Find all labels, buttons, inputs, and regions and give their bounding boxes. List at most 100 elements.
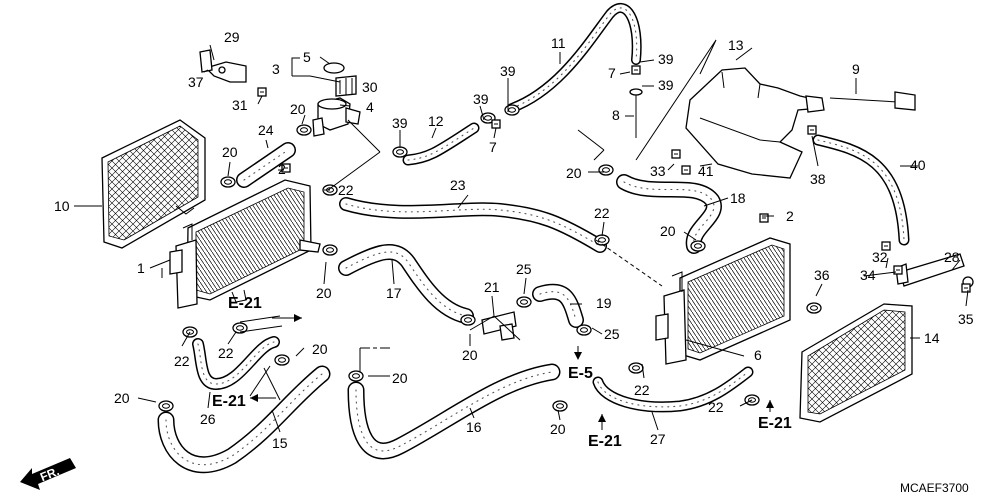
filler-neck xyxy=(312,97,361,137)
hose-23 xyxy=(339,197,607,253)
clip-38 xyxy=(807,125,817,135)
front-label: FR. xyxy=(38,464,61,484)
callout-22: 22 xyxy=(338,182,354,198)
clamp-25 xyxy=(576,324,592,336)
hose-12 xyxy=(402,122,480,166)
hose-24 xyxy=(236,142,296,188)
clamp-20 xyxy=(552,400,568,412)
callout-29: 29 xyxy=(224,29,240,45)
callout-18: 18 xyxy=(730,190,746,206)
callout-20: 20 xyxy=(660,223,676,239)
callout-20: 20 xyxy=(550,421,566,437)
callout-22: 22 xyxy=(594,205,610,221)
callout-20: 20 xyxy=(312,341,328,357)
hose-15 xyxy=(157,365,331,474)
callout-39: 39 xyxy=(500,63,516,79)
reference-arrows xyxy=(250,314,774,430)
right-shroud xyxy=(799,303,913,423)
bolt-34 xyxy=(893,265,903,275)
callout-30: 30 xyxy=(362,79,378,95)
callout-20: 20 xyxy=(566,165,582,181)
clamp-39 xyxy=(392,146,408,158)
callout-8: 8 xyxy=(612,107,620,123)
drain-bolt xyxy=(629,88,643,138)
callout-34: 34 xyxy=(860,267,876,283)
right-radiator xyxy=(655,237,791,365)
callout-14: 14 xyxy=(924,330,940,346)
callout-24: 24 xyxy=(258,122,274,138)
callout-33: 33 xyxy=(650,163,666,179)
callout-26: 26 xyxy=(200,411,216,427)
hose-27 xyxy=(592,366,754,413)
clamp-20 xyxy=(274,354,290,366)
callout-20: 20 xyxy=(392,370,408,386)
callout-41: 41 xyxy=(698,163,714,179)
bolt-41 xyxy=(681,165,691,175)
cap-seal xyxy=(323,62,345,74)
clamp-20 xyxy=(158,400,174,412)
upper-bracket xyxy=(199,49,247,83)
diagram-code: MCAEF3700 xyxy=(900,481,969,495)
callout-19: 19 xyxy=(596,295,612,311)
bolt-35 xyxy=(961,283,971,293)
hose-16 xyxy=(347,363,561,460)
bolt-31 xyxy=(257,87,267,97)
callout-28: 28 xyxy=(944,249,960,265)
callout-22: 22 xyxy=(218,345,234,361)
clamp-20 xyxy=(348,370,364,382)
reserve-cap-dipstick xyxy=(829,91,916,111)
callout-39: 39 xyxy=(658,51,674,67)
clamp-20 xyxy=(690,240,706,252)
callout-7: 7 xyxy=(489,139,497,155)
hose-26 xyxy=(192,336,280,390)
callout-2: 2 xyxy=(786,208,794,224)
hose-40 xyxy=(812,134,910,246)
bolt-7 xyxy=(631,65,641,75)
callout-39: 39 xyxy=(658,77,674,93)
ref-e5: E-5 xyxy=(568,365,593,382)
callout-25: 25 xyxy=(604,326,620,342)
ref-e21: E-21 xyxy=(758,415,792,432)
callout-22: 22 xyxy=(174,353,190,369)
side-bracket xyxy=(895,253,974,288)
reserve-tank xyxy=(685,67,825,179)
bolt-32 xyxy=(881,241,891,251)
callout-10: 10 xyxy=(54,198,70,214)
ref-e21: E-21 xyxy=(212,393,246,410)
callout-40: 40 xyxy=(910,157,926,173)
callout-35: 35 xyxy=(958,311,974,327)
callout-16: 16 xyxy=(466,419,482,435)
callout-17: 17 xyxy=(386,285,402,301)
clamp-22 xyxy=(594,234,610,246)
callout-39: 39 xyxy=(392,115,408,131)
callout-25: 25 xyxy=(516,261,532,277)
left-shroud xyxy=(101,119,206,249)
callout-4: 4 xyxy=(366,99,374,115)
callout-36: 36 xyxy=(814,267,830,283)
callout-2: 2 xyxy=(278,161,286,177)
clamp-39 xyxy=(504,104,520,116)
callout-11: 11 xyxy=(551,35,566,51)
clamp-20 xyxy=(322,244,338,256)
ref-e21: E-21 xyxy=(588,433,622,450)
callout-15: 15 xyxy=(272,435,288,451)
callout-20: 20 xyxy=(462,347,478,363)
clamp-20 xyxy=(598,164,614,176)
hose-19 xyxy=(532,283,584,328)
callout-23: 23 xyxy=(450,177,466,193)
clip-2 xyxy=(281,163,291,173)
callout-12: 12 xyxy=(428,113,444,129)
callout-20: 20 xyxy=(290,101,306,117)
callout-20: 20 xyxy=(222,144,238,160)
callout-37: 37 xyxy=(188,74,204,90)
clamp-22 xyxy=(628,362,644,374)
callout-7: 7 xyxy=(608,65,616,81)
callout-32: 32 xyxy=(872,249,888,265)
clamp-36 xyxy=(806,302,822,314)
callout-3: 3 xyxy=(272,61,280,77)
clamp-20 xyxy=(296,124,312,136)
callout-1: 1 xyxy=(137,260,145,276)
front-arrow-icon: FR. xyxy=(20,458,76,490)
callout-9: 9 xyxy=(852,61,860,77)
